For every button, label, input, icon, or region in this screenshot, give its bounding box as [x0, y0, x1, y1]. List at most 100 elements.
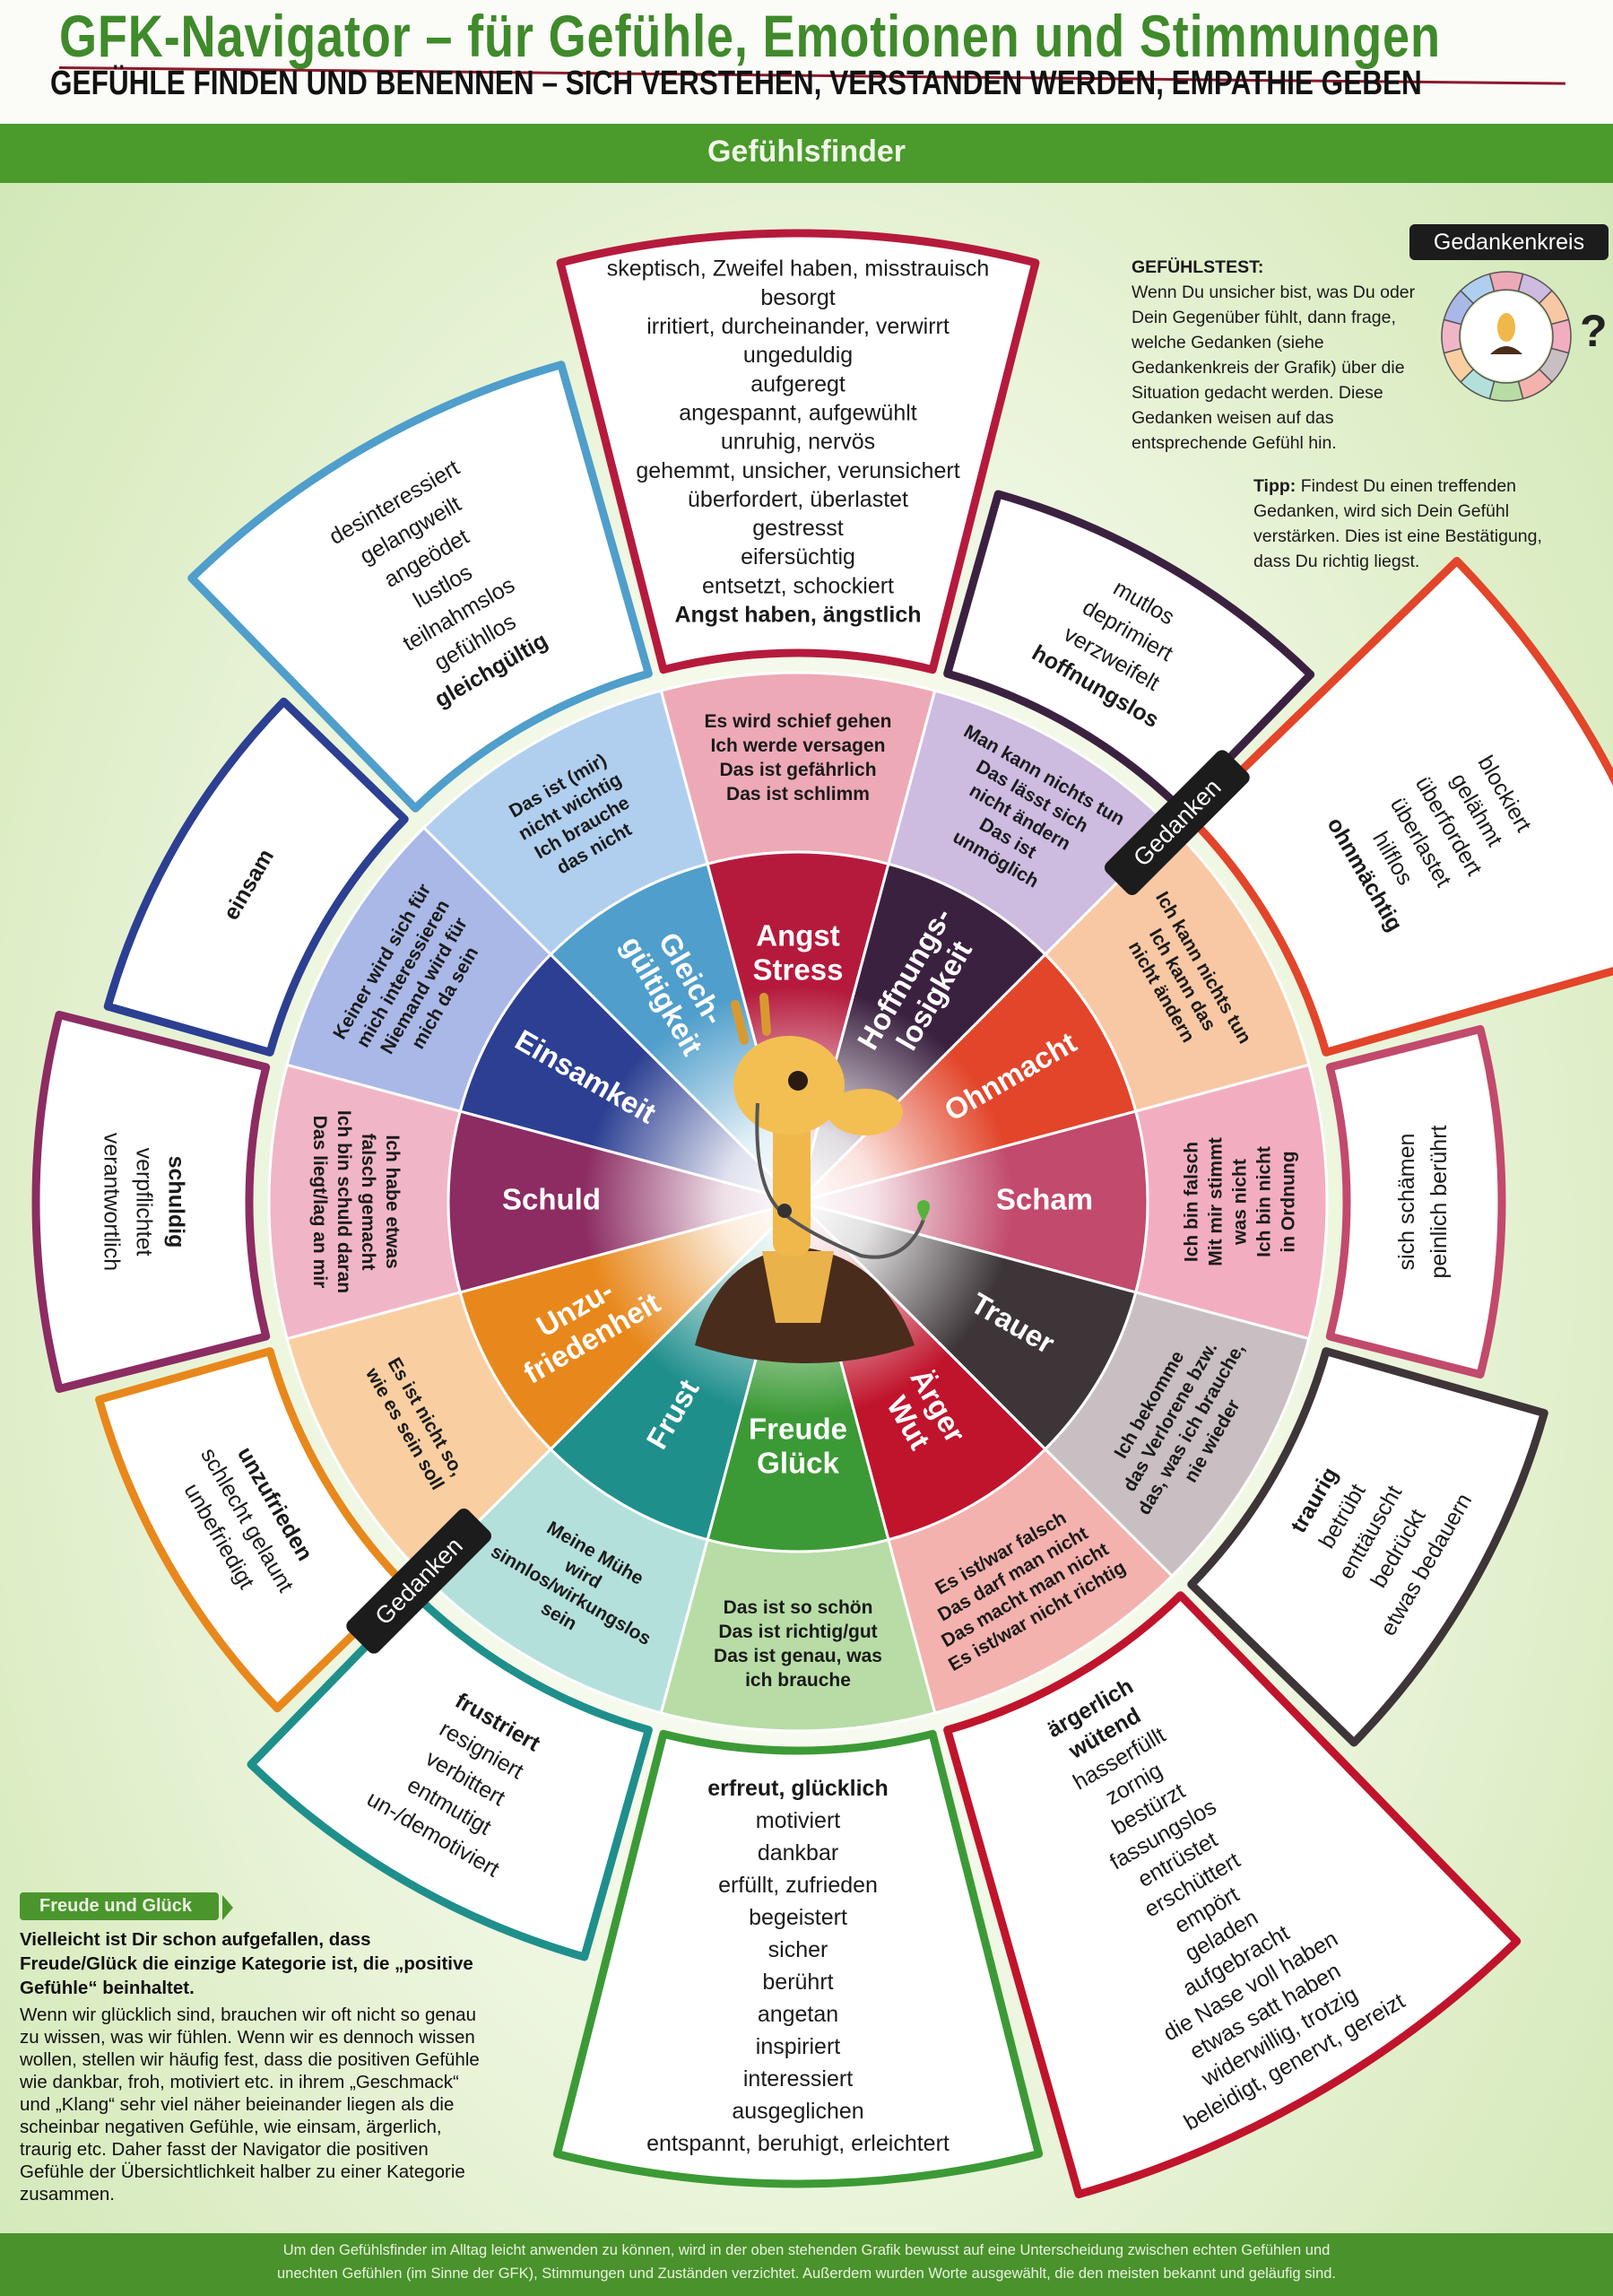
arrow-right-icon [222, 1894, 234, 1920]
thoughts-freude-line: Das ist so schön [724, 1597, 873, 1618]
feelings-freude-line: dankbar [758, 1840, 838, 1866]
tipp-text: Findest Du einen treffenden Gedanken, wi… [1253, 476, 1542, 571]
feelings-freude-line: erfüllt, zufrieden [718, 1873, 878, 1898]
thoughts-angst-line: Es wird schief gehen [705, 711, 892, 732]
feelings-angst-line: aufgeregt [750, 371, 846, 396]
petal-angst [556, 229, 1040, 674]
feelings-scham: sich schämen peinlich berührt [1394, 1125, 1452, 1278]
joy-lead: Vielleicht ist Dir schon aufgefallen, da… [20, 1929, 473, 1998]
gefuehlstest-text: Wenn Du unsicher bist, was Du oder Dein … [1132, 283, 1416, 453]
feelings-angst-line: irritiert, durcheinander, verwirrt [646, 314, 950, 339]
core-label-freude-line: Freude [749, 1413, 847, 1446]
feelings-schuld-line: schuldig [163, 1156, 188, 1248]
feelings-angst-line: ungeduldig [743, 343, 853, 368]
mini-segment-angst [1488, 271, 1524, 292]
feelings-freude-line: ausgeglichen [732, 2099, 863, 2124]
feelings-angst: skeptisch, Zweifel haben, misstrauisch be… [607, 257, 990, 628]
thoughts-angst-line: Das ist schlimm [726, 784, 870, 804]
feelings-schuld-line: verpflichtet [131, 1148, 156, 1257]
core-label-angst-line: Angst [756, 919, 840, 952]
feelings-freude-line: sicher [768, 1937, 828, 1962]
petal-unzufriedenheit [95, 1347, 409, 1713]
petal-ohnmacht [1187, 556, 1613, 1057]
petal-scham [1325, 1024, 1506, 1379]
feelings-freude: erfreut, glücklich motiviert dankbar erfüll… [646, 1776, 950, 2156]
section-bar: Gefühlsfinder [0, 124, 1613, 183]
gefuehlstest-box: GEFÜHLSTEST: Wenn Du unsicher bist, was … [1132, 255, 1562, 456]
feelings-scham-line: sich schämen [1394, 1134, 1419, 1271]
petal-hoffnungslosigkeit [943, 490, 1315, 813]
feelings-angst-line: gestresst [752, 516, 843, 541]
tipp-label: Tipp: [1253, 476, 1296, 496]
footer-line-2: unechten Gefühlen (im Sinne der GFK), St… [276, 2266, 1337, 2282]
poster-subtitle: GEFÜHLE FINDEN UND BENENNEN – SICH VERST… [50, 65, 1422, 102]
core-label-angst-line: Stress [753, 953, 844, 987]
feelings-freude-line: interessiert [743, 2066, 853, 2092]
mini-segment-schuld [1441, 318, 1462, 354]
thoughts-scham-line: Ich bin nicht [1254, 1146, 1275, 1257]
feelings-angst-line: Angst haben, ängstlich [674, 603, 921, 628]
feelings-angst-line: angespannt, aufgewühlt [679, 400, 917, 425]
feelings-scham-line: peinlich berührt [1427, 1125, 1452, 1278]
thoughts-freude-line: ich brauche [745, 1670, 851, 1691]
feelings-angst-line: skeptisch, Zweifel haben, misstrauisch [607, 257, 990, 282]
poster-title: GFK-Navigator – für Gefühle, Emotionen u… [59, 3, 1441, 69]
feelings-angst-line: unruhig, nervös [721, 430, 875, 455]
thoughts-freude-line: Das ist genau, was [714, 1646, 882, 1666]
feelings-freude-line: erfreut, glücklich [707, 1776, 888, 1801]
petal-gleichgueltigkeit [187, 361, 653, 813]
petal-freude [552, 1729, 1044, 2188]
gedankenkreis-label: Gedankenkreis [1409, 224, 1609, 260]
mini-giraffe-head-icon [1497, 313, 1515, 342]
footer: Um den Gefühlsfinder im Alltag leicht an… [0, 2233, 1613, 2296]
petal-schuld [31, 1010, 271, 1394]
tipp-box: Tipp: Findest Du einen treffenden Gedank… [1253, 474, 1576, 574]
joy-tag: Freude und Glück [20, 1892, 220, 1920]
gedanken-tag-bg [346, 1509, 491, 1654]
feelings-freude-line: motiviert [756, 1808, 841, 1833]
feelings-angst-line: besorgt [760, 285, 835, 310]
question-mark: ? [1580, 306, 1608, 356]
petal-trauer [1187, 1347, 1548, 1747]
feelings-angst-line: entsetzt, schockiert [702, 573, 894, 598]
thoughts-schuld-line: Ich habe etwas [382, 1135, 403, 1268]
mini-segment-freude [1488, 380, 1524, 402]
section-title: Gefühlsfinder [707, 135, 906, 169]
mini-giraffe-body-icon [1490, 346, 1522, 354]
petal-frust [247, 1591, 653, 1961]
gefuehlstest-heading: GEFÜHLSTEST: [1132, 257, 1264, 277]
feelings-angst-line: gehemmt, unsicher, verunsichert [636, 458, 959, 483]
thoughts-angst-line: Das ist gefährlich [719, 760, 876, 780]
thoughts-scham-line: in Ordnung [1279, 1151, 1299, 1252]
mini-segment-gleichgueltigkeit [1460, 273, 1496, 305]
thoughts-schuld-line: Das liegt/lag an mir [309, 1116, 330, 1289]
feelings-freude-line: entspannt, beruhigt, erleichtert [646, 2131, 950, 2156]
feelings-freude-line: berührt [762, 1970, 833, 1995]
feelings-angst-line: eifersüchtig [741, 544, 855, 570]
feelings-freude-line: angetan [758, 2002, 838, 2027]
footer-line-1: Um den Gefühlsfinder im Alltag leicht an… [282, 2242, 1331, 2258]
petal-aerger [943, 1591, 1522, 2199]
thoughts-scham-line: was nicht [1230, 1159, 1251, 1246]
thoughts-schuld-line: falsch gemacht [358, 1134, 378, 1271]
header: GFK-Navigator – für Gefühle, Emotionen u… [0, 0, 1613, 126]
giraffe-mascot-icon [695, 993, 930, 1363]
thoughts-schuld-line: Ich bin schuld daran [334, 1110, 354, 1293]
thoughts-angst-line: Ich werde versagen [711, 735, 886, 756]
mini-thought-circle-icon [1441, 271, 1572, 402]
feelings-angst-line: überfordert, überlastet [688, 487, 908, 512]
mini-segment-scham [1550, 318, 1572, 354]
thoughts-scham-line: Ich bin falsch [1182, 1142, 1202, 1262]
gedanken-tag-bg [1105, 750, 1250, 895]
joy-body: Wenn wir glücklich sind, brauchen wir of… [20, 2005, 480, 2205]
joy-info-box: Freude und Glück Vielleicht ist Dir scho… [20, 1892, 486, 2205]
